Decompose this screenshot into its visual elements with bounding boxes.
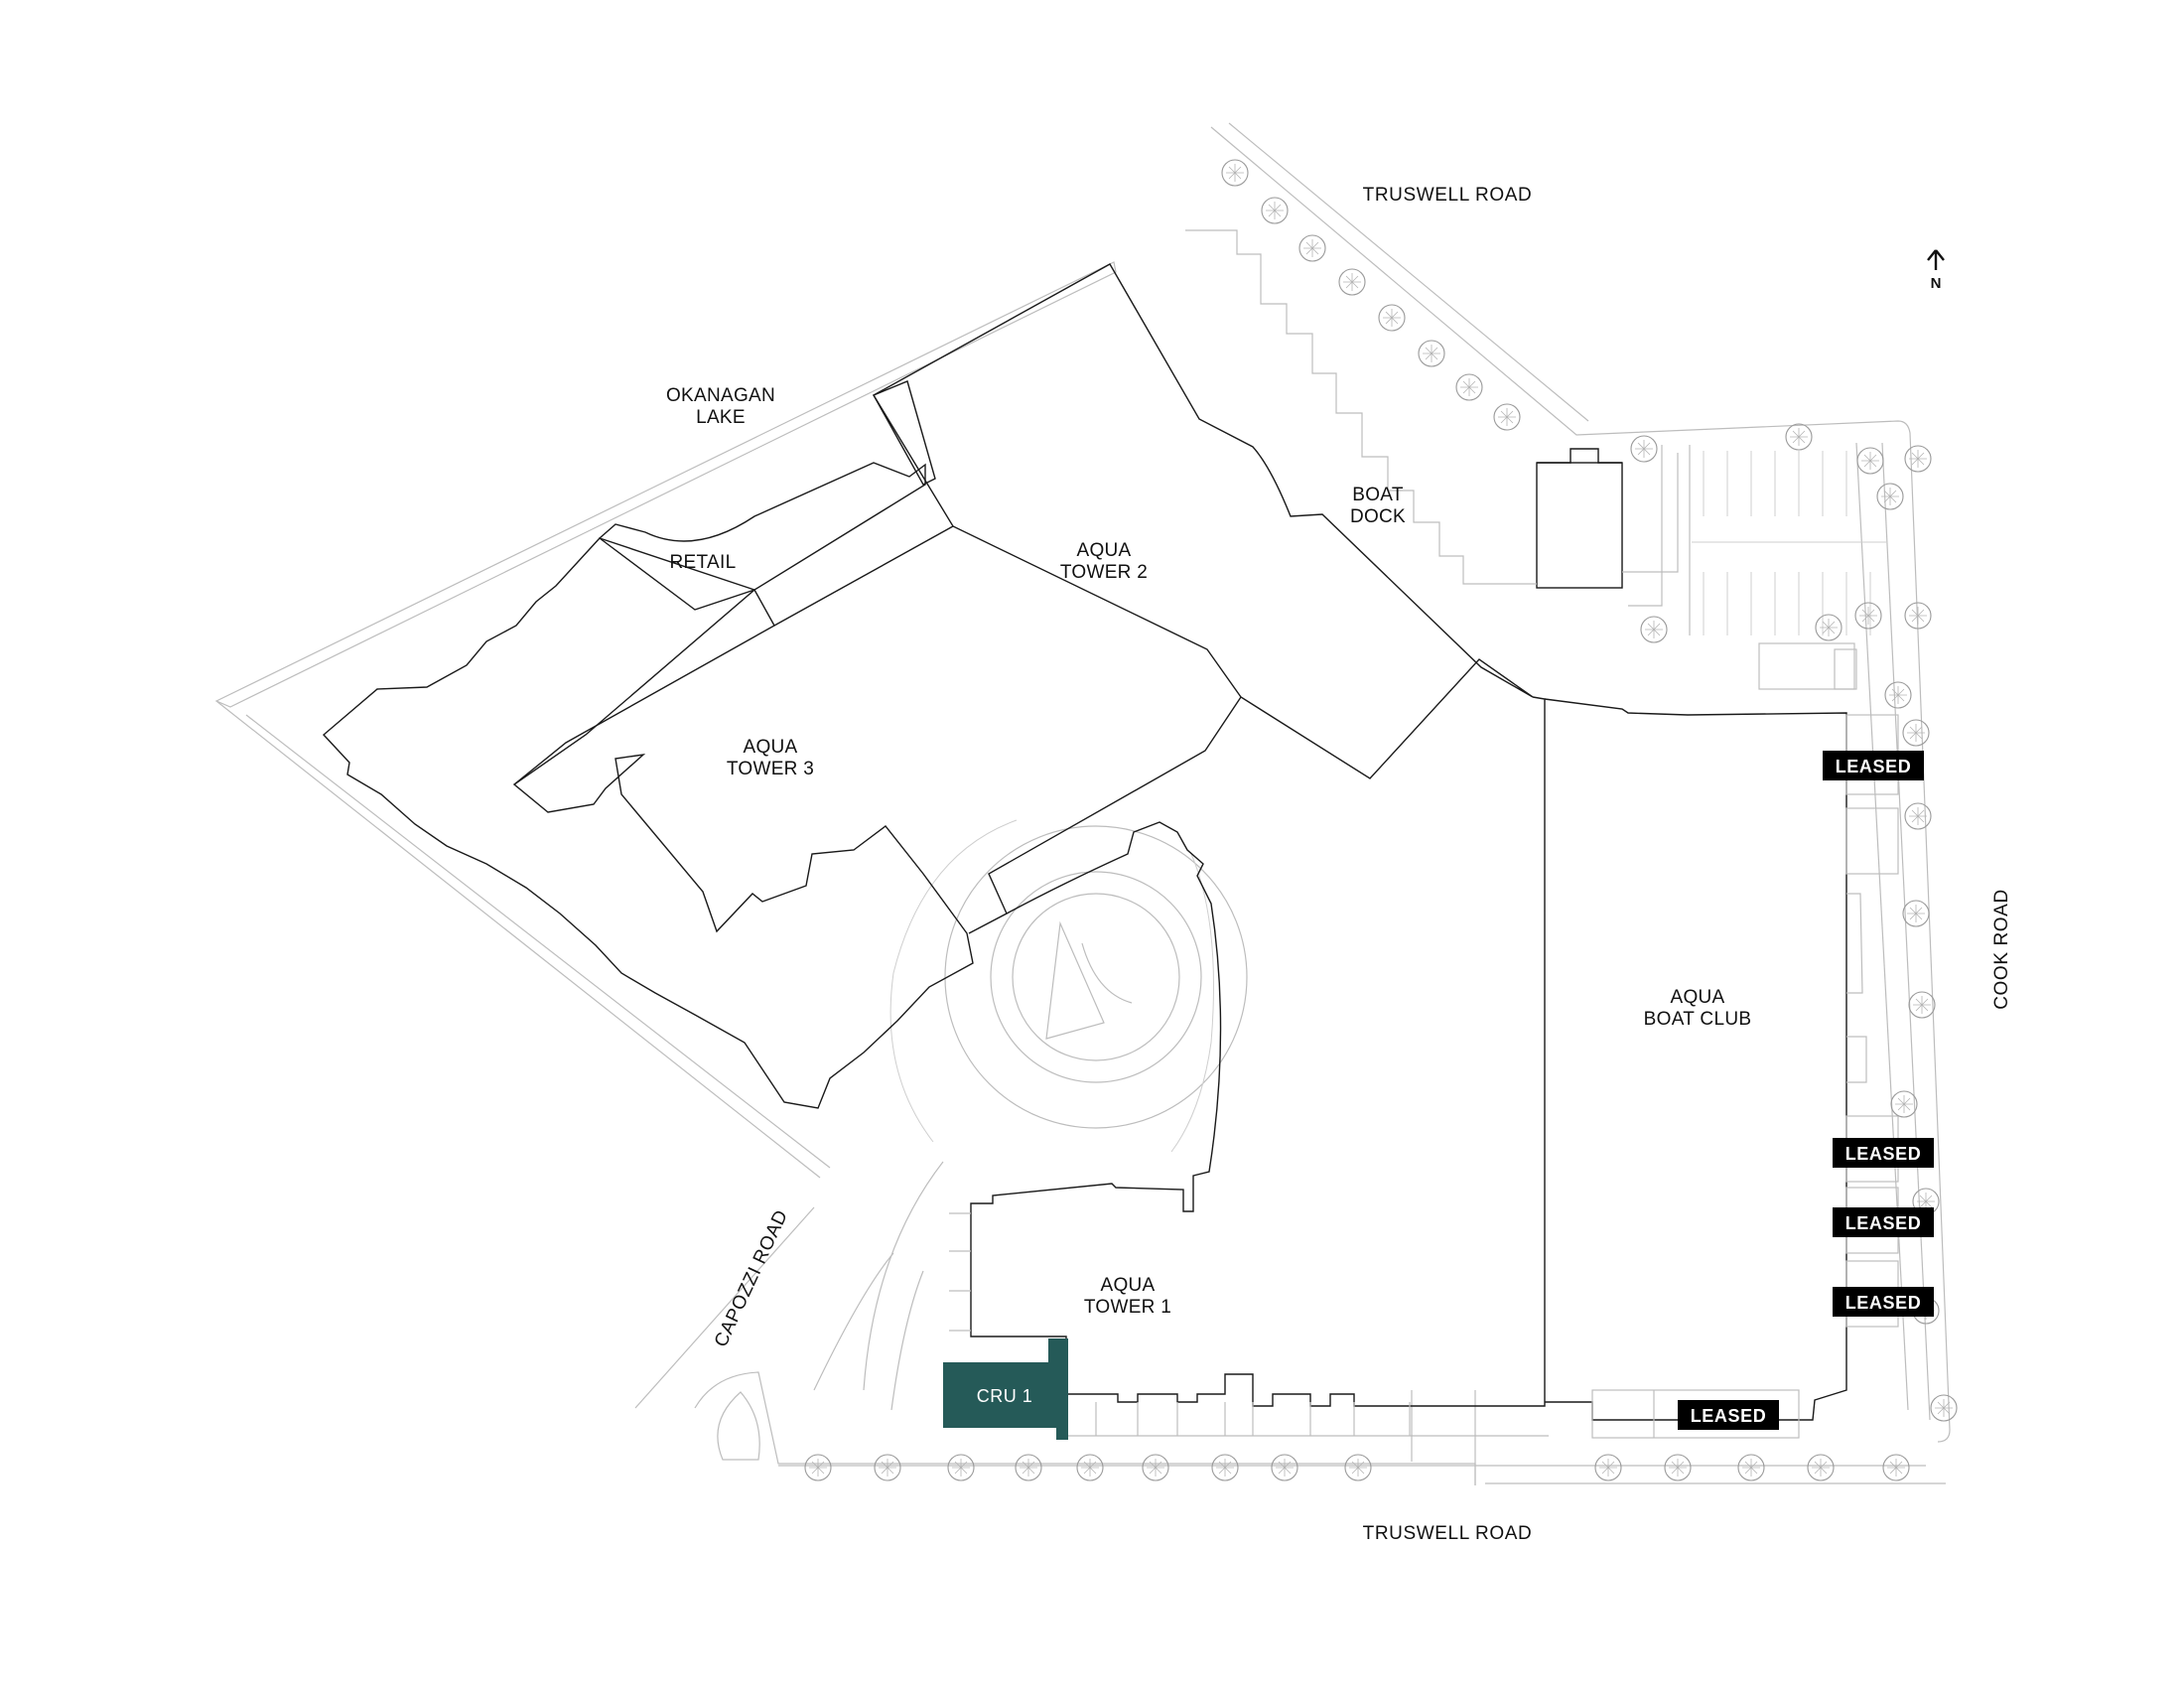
parking-area <box>1185 229 1886 690</box>
cru-1-unit[interactable]: CRU 1 <box>943 1338 1068 1440</box>
tree-icon <box>1854 602 1882 630</box>
aqua-tower-2-label: AQUA TOWER 2 <box>1060 540 1148 583</box>
roundabout <box>889 819 1248 1153</box>
leased-tag-label: LEASED <box>1845 1293 1922 1313</box>
tree-icon <box>1904 602 1932 630</box>
tree-icon <box>1664 1454 1692 1481</box>
leased-tag-label: LEASED <box>1845 1144 1922 1164</box>
tree-icon <box>1737 1454 1765 1481</box>
tree-icon <box>1338 268 1366 296</box>
tree-icon <box>1594 1454 1622 1481</box>
capozzi-road-label: CAPOZZI ROAD <box>711 1206 792 1350</box>
cru-1-label: CRU 1 <box>977 1386 1033 1406</box>
leased-tag[interactable]: LEASED <box>1833 1287 1934 1317</box>
aqua-tower-3-label-line-2: TOWER 3 <box>727 759 814 779</box>
aqua-tower-1-label: AQUA TOWER 1 <box>1084 1275 1171 1318</box>
boat-dock-label-line-1: BOAT <box>1352 485 1404 505</box>
parking-stalls <box>1692 451 1886 635</box>
tree-icon <box>1807 1454 1835 1481</box>
aqua-boat-club-building <box>1544 698 1847 1421</box>
tree-icon <box>1493 403 1521 431</box>
aqua-boat-club-label: AQUA BOAT CLUB <box>1644 987 1752 1030</box>
aqua-tower-2-building <box>873 263 1534 779</box>
tree-icon <box>1076 1454 1104 1481</box>
tree-icon <box>1902 719 1930 747</box>
boat-dock-label-line-2: DOCK <box>1350 506 1406 527</box>
tree-icon <box>1378 304 1406 332</box>
retail-building <box>598 462 926 611</box>
aqua-boat-club-label-line-1: AQUA <box>1670 987 1724 1008</box>
truswell-road-top-label: TRUSWELL ROAD <box>1363 185 1533 206</box>
tree-icon <box>1344 1454 1372 1481</box>
tree-icon <box>1882 1454 1910 1481</box>
tree-icon <box>947 1454 975 1481</box>
lake-label-line-1: OKANAGAN <box>666 385 775 406</box>
trees <box>804 159 1958 1481</box>
lake-label: OKANAGAN LAKE <box>666 385 775 428</box>
tree-icon <box>1142 1454 1169 1481</box>
tree-icon <box>804 1454 832 1481</box>
leased-tag-label: LEASED <box>1691 1406 1767 1426</box>
leased-tag[interactable]: LEASED <box>1823 751 1924 780</box>
north-arrow-icon: N <box>1927 249 1945 292</box>
aqua-boat-club-label-line-2: BOAT CLUB <box>1644 1009 1752 1030</box>
leased-tag[interactable]: LEASED <box>1833 1138 1934 1168</box>
leased-tag[interactable]: LEASED <box>1833 1207 1934 1237</box>
tree-icon <box>1904 802 1932 830</box>
tree-icon <box>1876 483 1904 510</box>
aqua-tower-2-label-line-2: TOWER 2 <box>1060 562 1148 583</box>
leased-tag[interactable]: LEASED <box>1678 1400 1779 1430</box>
aqua-tower-1-label-line-1: AQUA <box>1100 1275 1155 1296</box>
aqua-tower-3-label: AQUA TOWER 3 <box>727 737 814 779</box>
tree-icon <box>1640 616 1668 643</box>
tree-icon <box>1785 423 1813 451</box>
tree-icon <box>1271 1454 1298 1481</box>
tree-icon <box>874 1454 901 1481</box>
tree-icon <box>1298 234 1326 262</box>
tree-icon <box>1455 373 1483 401</box>
tree-icon <box>1890 1090 1918 1118</box>
leased-tag-label: LEASED <box>1836 757 1912 776</box>
truswell-road-bottom-label: TRUSWELL ROAD <box>1363 1523 1533 1544</box>
aqua-tower-1-label-line-2: TOWER 1 <box>1084 1297 1171 1318</box>
cook-road-label: COOK ROAD <box>1991 889 2012 1010</box>
lake-label-line-2: LAKE <box>696 407 746 428</box>
tree-icon <box>1211 1454 1239 1481</box>
tree-icon <box>1815 614 1843 641</box>
tree-icon <box>1221 159 1249 187</box>
site-boundary <box>214 122 1951 1443</box>
tree-icon <box>1261 197 1289 224</box>
boat-dock-label: BOAT DOCK <box>1350 485 1406 527</box>
aqua-tower-3-label-line-1: AQUA <box>743 737 797 758</box>
retail-label: RETAIL <box>670 552 737 573</box>
north-label: N <box>1931 275 1942 292</box>
tree-icon <box>1884 681 1912 709</box>
tree-icon <box>1418 340 1445 367</box>
tree-icon <box>1904 445 1932 473</box>
tree-icon <box>1630 435 1658 463</box>
tree-icon <box>1930 1394 1958 1422</box>
aqua-tower-1-building <box>970 696 1546 1407</box>
leased-tag-label: LEASED <box>1845 1213 1922 1233</box>
buildings <box>322 263 1899 1439</box>
driveways <box>634 1161 1946 1485</box>
tree-icon <box>1015 1454 1042 1481</box>
tree-icon <box>1908 991 1936 1019</box>
tree-icon <box>1856 447 1884 475</box>
aqua-tower-2-label-line-1: AQUA <box>1076 540 1131 561</box>
tree-icon <box>1902 900 1930 927</box>
